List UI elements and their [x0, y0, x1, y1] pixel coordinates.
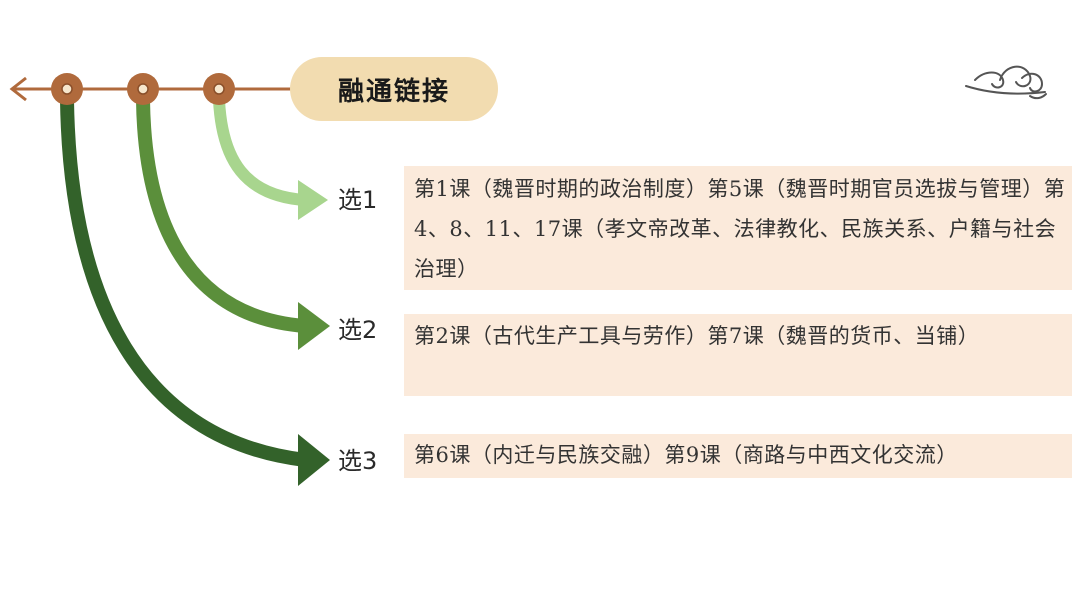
arrow-2-head-icon — [298, 302, 330, 350]
cloud-icon — [965, 65, 1047, 100]
timeline-node-1 — [51, 73, 83, 105]
option-1-label: 选1 — [338, 186, 378, 214]
timeline-node-3 — [203, 73, 235, 105]
option-2-panel: 第2课（古代生产工具与劳作）第7课（魏晋的货币、当铺） — [404, 314, 1072, 396]
page-title: 融通链接 — [290, 57, 498, 121]
option-1-panel: 第1课（魏晋时期的政治制度）第5课（魏晋时期官员选拔与管理）第4、8、11、17… — [404, 166, 1072, 290]
timeline-node-2 — [127, 73, 159, 105]
arrow-3-shaft — [60, 99, 306, 467]
timeline-arrowhead-icon — [9, 76, 27, 102]
arrow-3-head-icon — [298, 434, 330, 486]
option-2-label: 选2 — [338, 316, 378, 344]
arrow-2-shaft — [136, 99, 306, 333]
arrow-1-head-icon — [298, 180, 328, 220]
arrow-1-shaft — [213, 99, 306, 206]
option-3-panel: 第6课（内迁与民族交融）第9课（商路与中西文化交流） — [404, 434, 1072, 478]
option-3-label: 选3 — [338, 447, 378, 475]
